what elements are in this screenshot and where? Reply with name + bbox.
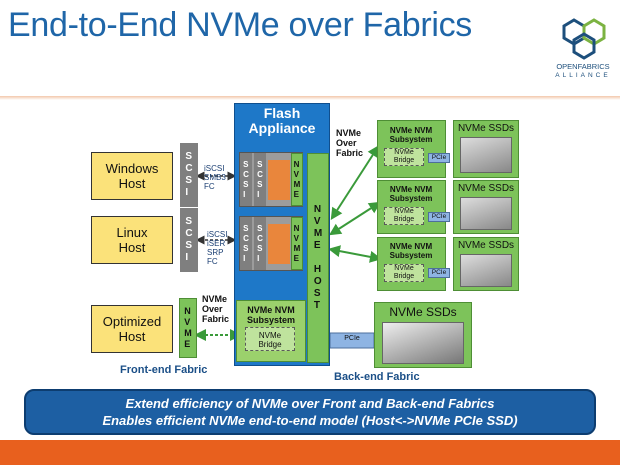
pcie-link-direct: PCIe [344,335,360,342]
page-title: End-to-End NVMe over Fabrics [8,6,472,44]
nvme-host-bar: N V M E H O S T [307,153,329,363]
windows-host-box: Windows Host [91,152,173,200]
backend-subsystem-3-title: NVMe NVM Subsystem [389,242,433,260]
backend-subsystem-1-title: NVMe NVM Subsystem [389,126,433,144]
optimized-host-box: Optimized Host [91,305,173,353]
banner-line-1: Extend efficiency of NVMe over Front and… [125,396,495,411]
appliance-scsi-stack-2: S C S I [254,153,266,206]
linux-protocols: iSCSI iSER SRP FC [207,230,228,266]
ssd-image-2 [460,197,512,230]
logo-line1: OPENFABRICS [556,62,610,71]
backend-bridge-1: NVMe Bridge [384,148,424,166]
translation-arrow [268,224,290,264]
appliance-scsi-stack-4: S C S I [254,217,266,270]
openfabrics-logo-icon [562,18,606,60]
ssd-panel-direct-title: NVMe SSDs [389,305,457,319]
front-nvme-over-fabric-label: NVMe Over Fabric [202,294,230,324]
pcie-link-2: PCIe [428,212,450,222]
ssd-panel-2-title: NVMe SSDs [457,183,515,194]
ssd-panel-3-title: NVMe SSDs [457,240,515,251]
appliance-nvme-bridge: NVMe Bridge [245,327,295,351]
logo-line2: ALLIANCE [555,72,611,79]
footer-bar [0,440,620,465]
optimized-host-nvme-stack: N V M E [179,298,197,358]
appliance-scsi-stack-3: S C S I [240,217,252,270]
pcie-link-1: PCIe [428,153,450,163]
front-end-fabric-label: Front-end Fabric [120,364,208,376]
windows-scsi-stack: S C S I [180,143,198,207]
summary-banner: Extend efficiency of NVMe over Front and… [24,389,596,435]
appliance-nvme-stack-1: N V M E [291,153,303,206]
flash-appliance-title: Flash Appliance [248,105,316,136]
ssd-image-1 [460,137,512,173]
logo-text: OPENFABRICS ALLIANCE [550,62,616,80]
back-end-fabric-label: Back-end Fabric [334,371,420,383]
linux-host-box: Linux Host [91,216,173,264]
title-divider [0,96,620,100]
backend-bridge-2: NVMe Bridge [384,207,424,225]
appliance-scsi-stack-1: S C S I [240,153,252,206]
ssd-panel-1-title: NVMe SSDs [457,123,515,134]
ssd-image-direct [382,322,464,364]
linux-scsi-stack: S C S I [180,208,198,272]
translation-arrow [268,160,290,200]
windows-protocols: iSCSI SMB3 FC [204,164,226,191]
pcie-link-3: PCIe [428,268,450,278]
backend-bridge-3: NVMe Bridge [384,264,424,282]
banner-line-2: Enables efficient NVMe end-to-end model … [102,413,518,428]
appliance-nvme-stack-2: N V M E [291,217,303,270]
back-nvme-over-fabric-label: NVMe Over Fabric [336,128,364,158]
ssd-image-3 [460,254,512,287]
backend-subsystem-2-title: NVMe NVM Subsystem [389,185,433,203]
